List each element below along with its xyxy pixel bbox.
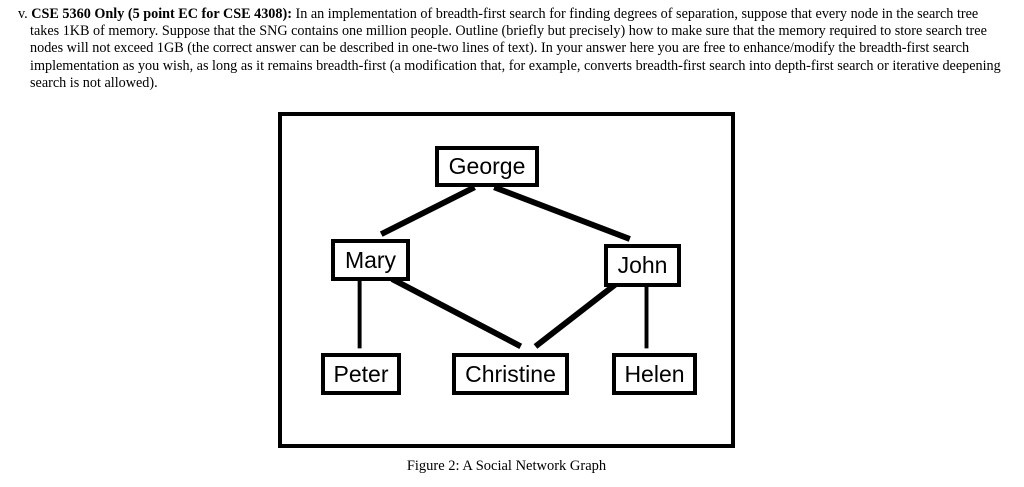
- graph-node-john[interactable]: John: [604, 244, 681, 287]
- question-paragraph: v. CSE 5360 Only (5 point EC for CSE 430…: [18, 6, 1010, 92]
- graph-node-christine[interactable]: Christine: [452, 353, 569, 395]
- edge-mary-christine: [390, 276, 523, 349]
- graph-node-helen-label: Helen: [624, 360, 685, 387]
- graph-edges-layer: [357, 184, 649, 349]
- graph-node-peter[interactable]: Peter: [321, 353, 401, 395]
- graph-node-george[interactable]: George: [435, 146, 539, 187]
- question-lead-label: CSE 5360 Only (5 point EC for CSE 4308):: [31, 6, 292, 22]
- social-network-graph-frame: George Mary John Peter Christine Helen: [278, 112, 735, 448]
- graph-node-mary-label: Mary: [344, 246, 397, 273]
- figure-container: George Mary John Peter Christine Helen F…: [278, 112, 736, 487]
- graph-node-john-label: John: [617, 252, 668, 278]
- question-body-text: In an implementation of breadth-first se…: [30, 6, 1001, 91]
- question-block: v. CSE 5360 Only (5 point EC for CSE 430…: [0, 6, 1010, 92]
- edge-john-christine: [533, 281, 618, 349]
- graph-node-helen[interactable]: Helen: [612, 353, 697, 395]
- figure-caption: Figure 2: A Social Network Graph: [406, 458, 607, 474]
- graph-node-peter-label: Peter: [333, 360, 389, 387]
- graph-node-mary[interactable]: Mary: [331, 239, 410, 281]
- edge-george-john: [493, 184, 631, 242]
- graph-node-george-label: George: [448, 153, 526, 179]
- edge-george-mary: [379, 184, 476, 237]
- graph-node-christine-label: Christine: [465, 360, 556, 387]
- question-list-marker: v.: [18, 6, 28, 22]
